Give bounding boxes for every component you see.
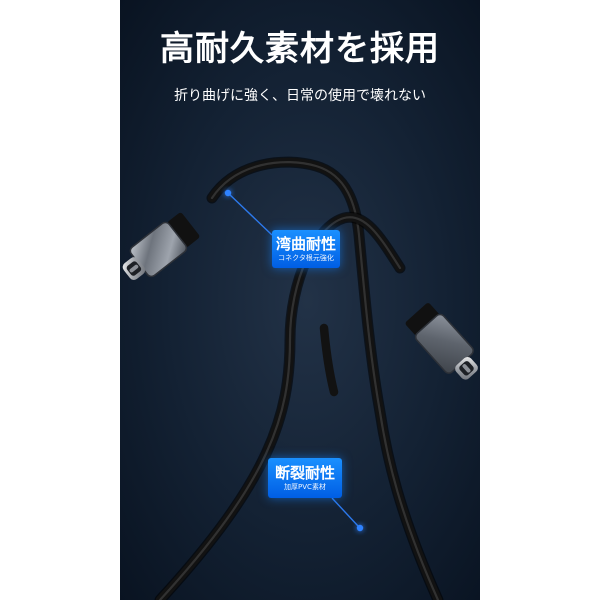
headline: 高耐久素材を採用	[160, 29, 440, 69]
product-image	[120, 0, 480, 600]
cable-highlight-b	[158, 216, 402, 600]
callout-break-resistance: 断裂耐性 加厚PVC素材	[268, 458, 342, 498]
usb-c-connector-left	[122, 212, 200, 280]
callout-bend-resistance: 湾曲耐性 コネクタ根元強化	[272, 230, 340, 268]
cable-illustration	[120, 0, 480, 600]
callout-title: 湾曲耐性	[275, 235, 336, 253]
callout-subtitle: 加厚PVC素材	[284, 483, 326, 491]
background	[120, 0, 480, 600]
cable-strands	[154, 156, 444, 600]
usb-c-connector-right	[405, 303, 478, 380]
callout-dot-break	[356, 524, 364, 532]
subheadline: 折り曲げに強く、日常の使用で壊れない	[174, 88, 426, 104]
callout-line-bend	[227, 192, 273, 236]
callout-title: 断裂耐性	[274, 464, 335, 482]
cable-highlight-a	[210, 161, 440, 600]
callout-dot-bend	[224, 189, 232, 197]
callout-subtitle: コネクタ根元強化	[278, 254, 334, 262]
cable-crossing-overlay	[319, 323, 339, 397]
callout-line-break	[331, 497, 359, 527]
callout-lines	[224, 189, 364, 532]
